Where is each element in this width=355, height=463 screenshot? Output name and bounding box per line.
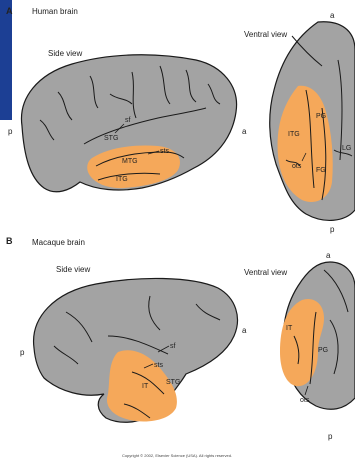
- panel-b-letter: B: [6, 236, 13, 246]
- human-side-label-a: a: [242, 127, 247, 136]
- macaque-ventral-label-ots: ots: [300, 397, 310, 404]
- human-ventral-label-a: a: [330, 11, 335, 20]
- human-ventral-brain: a PG ITG ots LG FG p: [270, 11, 355, 234]
- human-side-label-sf: sf: [125, 117, 131, 124]
- human-ventral-label-ots: ots: [292, 163, 302, 170]
- human-side-label-sts: sts: [160, 148, 169, 155]
- copyright-notice: Copyright © 2002, Elsevier Science (USA)…: [122, 453, 232, 458]
- human-side-label-stg: STG: [104, 135, 118, 142]
- human-side-brain: sf STG sts MTG ITG p a: [8, 55, 247, 192]
- panel-b-ventral-view-label: Ventral view: [244, 268, 287, 277]
- human-ventral-label-lg: LG: [342, 145, 351, 152]
- human-side-label-mtg: MTG: [122, 158, 138, 165]
- panel-a-letter: A: [6, 6, 13, 16]
- macaque-ventral-label-p: p: [328, 432, 333, 441]
- human-ventral-label-itg: ITG: [288, 131, 300, 138]
- macaque-side-label-a: a: [242, 326, 247, 335]
- macaque-ventral-brain: a IT PG ots p: [280, 251, 355, 441]
- panel-a-ventral-view-label: Ventral view: [244, 30, 287, 39]
- panel-b-title: Macaque brain: [32, 238, 85, 247]
- macaque-side-label-p: p: [20, 348, 25, 357]
- human-ventral-label-fg: FG: [316, 167, 326, 174]
- macaque-side-label-sf: sf: [170, 343, 176, 350]
- human-ventral-label-pg: PG: [316, 113, 326, 120]
- macaque-side-label-sts: sts: [154, 362, 163, 369]
- panel-b-side-view-label: Side view: [56, 265, 90, 274]
- panel-a-side-view-label: Side view: [48, 49, 82, 58]
- human-side-label-itg: ITG: [116, 176, 128, 183]
- macaque-ventral-label-pg: PG: [318, 347, 328, 354]
- macaque-ventral-label-a: a: [326, 251, 331, 260]
- macaque-side-label-it: IT: [142, 383, 149, 390]
- macaque-ventral-label-it: IT: [286, 325, 293, 332]
- human-side-label-p: p: [8, 127, 13, 136]
- macaque-side-label-stg: STG: [166, 379, 180, 386]
- human-ventral-label-p: p: [330, 225, 335, 234]
- macaque-side-brain: sf sts STG IT p a: [20, 278, 247, 422]
- panel-a-title: Human brain: [32, 7, 78, 16]
